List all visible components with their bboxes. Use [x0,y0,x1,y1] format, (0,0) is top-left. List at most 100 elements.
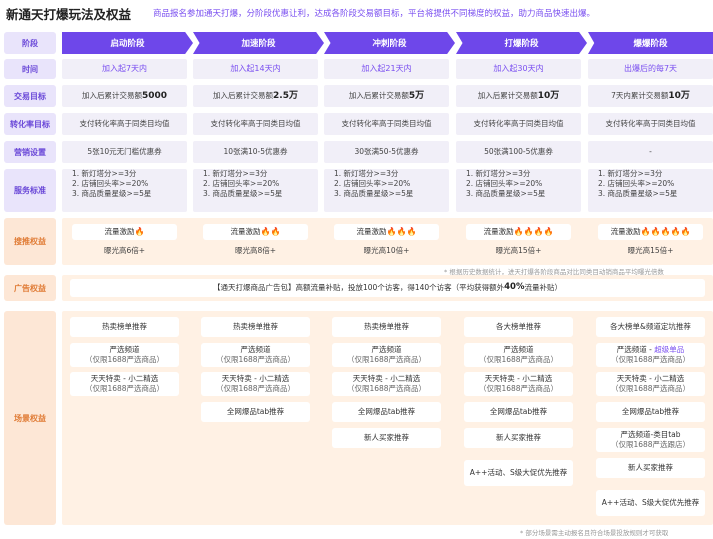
scene-card-note: （仅限1688严选商品） [85,355,164,365]
target-cell: 加入后累计交易额10万 [456,85,581,107]
scene-card: 热卖榜单推荐 [201,317,310,337]
traffic-card: 流量激励🔥🔥🔥 [334,224,439,240]
scene-card: 新人买家推荐 [332,428,441,448]
traffic-card: 流量激励🔥 [72,224,177,240]
scene-card-label: 严选频道-类目tab [620,430,680,440]
scene-card: 天天特卖 - 小二精选（仅限1688严选商品） [70,372,179,396]
scene-card: 天天特卖 - 小二精选（仅限1688严选商品） [464,372,573,396]
service-line: 1. 新灯塔分>=3分 [598,169,662,179]
scene-card-label: 新人买家推荐 [496,433,541,443]
scene-card-label: 天天特卖 - 小二精选 [91,374,158,384]
target-value: 2.5万 [273,90,298,102]
flame-icon: 🔥🔥🔥 [387,227,417,238]
target-value: 5万 [409,90,424,102]
marketing-cell: 30张满50-5优惠券 [324,141,449,163]
flame-icon: 🔥🔥🔥🔥 [514,227,554,238]
scene-card-note: （仅限1688严选商品） [216,355,295,365]
service-line: 1. 新灯塔分>=3分 [334,169,398,179]
scene-card-note: （仅限1688严选商品） [216,384,295,394]
conversion-cell: 支付转化率高于同类目均值 [62,113,187,135]
scene-card: 严选频道-类目tab（仅限1688严选跟店） [596,428,705,452]
scene-card: 天天特卖 - 小二精选（仅限1688严选商品） [332,372,441,396]
scene-card: 全网爆品tab推荐 [332,402,441,422]
traffic-exposure: 曝光高15倍+ [456,245,581,256]
traffic-exposure: 曝光高6倍+ [62,245,187,256]
target-text: 7天内累计交易额 [611,91,668,101]
scene-footnote: * 部分场景需主动报名且符合场景投放规则才可获取 [520,527,668,537]
service-line: 3. 商品质量星级>=5星 [203,189,282,199]
traffic-label: 流量激励 [484,227,514,237]
scene-card: 全网爆品tab推荐 [201,402,310,422]
conversion-cell: 支付转化率高于同类目均值 [456,113,581,135]
traffic-label: 流量激励 [357,227,387,237]
stage-header: 打爆阶段 [456,32,587,54]
traffic-exposure: 曝光高8倍+ [193,245,318,256]
row-label-service: 服务标准 [4,169,56,212]
traffic-exposure: 曝光高10倍+ [324,245,449,256]
service-cell: 1. 新灯塔分>=3分2. 店铺回头率>=20%3. 商品质量星级>=5星 [62,169,187,212]
scene-card: 全网爆品tab推荐 [596,402,705,422]
scene-card: 热卖榜单推荐 [332,317,441,337]
time-cell: 加入起7天内 [62,59,187,79]
scene-card: A++活动、S级大促优先推荐 [596,490,705,516]
ads-highlight: 40% [504,282,524,293]
row-label-ads: 广告权益 [4,275,56,301]
scene-card: 天天特卖 - 小二精选（仅限1688严选商品） [596,372,705,396]
row-label-conversion: 转化率目标 [4,113,56,135]
super-item-tag: 超级单品 [654,345,684,354]
target-value: 5000 [142,90,167,102]
ads-text: 【通天打爆商品广告包】高额流量补贴，投放100个访客，得140个访客（平均获得额… [213,283,504,293]
scene-card-note: （仅限1688严选商品） [347,384,426,394]
scene-card-label: 严选频道 [372,345,402,355]
traffic-label: 流量激励 [105,227,135,237]
service-cell: 1. 新灯塔分>=3分2. 店铺回头率>=20%3. 商品质量星级>=5星 [324,169,449,212]
service-line: 2. 店铺回头率>=20% [466,179,542,189]
service-line: 2. 店铺回头率>=20% [203,179,279,189]
row-label-traffic: 搜推权益 [4,218,56,265]
marketing-cell: 5张10元无门槛优惠券 [62,141,187,163]
scene-card-label: 严选频道 [110,345,140,355]
scene-card: 严选频道（仅限1688严选商品） [201,343,310,367]
scene-card: 各大榜单&频道定坑推荐 [596,317,705,337]
target-value: 10万 [668,90,690,102]
scene-card-label: 全网爆品tab推荐 [227,407,284,417]
time-cell: 加入起21天内 [324,59,449,79]
scene-card-label: 天天特卖 - 小二精选 [485,374,552,384]
row-label-target: 交易目标 [4,85,56,107]
target-cell: 加入后累计交易额5万 [324,85,449,107]
time-cell: 出爆后的每7天 [588,59,713,79]
traffic-label: 流量激励 [231,227,261,237]
stage-label: 爆爆阶段 [633,37,667,49]
traffic-label: 流量激励 [611,227,641,237]
target-value: 10万 [538,90,560,102]
service-cell: 1. 新灯塔分>=3分2. 店铺回头率>=20%3. 商品质量星级>=5星 [456,169,581,212]
time-cell: 加入起14天内 [193,59,318,79]
scene-card-note: （仅限1688严选商品） [611,384,690,394]
stage-label: 打爆阶段 [504,37,538,49]
flame-icon: 🔥🔥 [261,227,281,238]
target-cell: 加入后累计交易额5000 [62,85,187,107]
scene-card: 新人买家推荐 [596,458,705,478]
scene-card-note: （仅限1688严选商品） [611,355,690,365]
service-line: 3. 商品质量星级>=5星 [72,189,151,199]
service-cell: 1. 新灯塔分>=3分2. 店铺回头率>=20%3. 商品质量星级>=5星 [588,169,713,212]
scene-card: 全网爆品tab推荐 [464,402,573,422]
ads-text: 流量补贴） [525,283,563,293]
scene-card-label: 各大榜单推荐 [496,322,541,332]
conversion-cell: 支付转化率高于同类目均值 [588,113,713,135]
stage-header: 爆爆阶段 [588,32,713,54]
service-line: 3. 商品质量星级>=5星 [598,189,677,199]
traffic-exposure: 曝光高15倍+ [588,245,713,256]
scene-card-label: 天天特卖 - 小二精选 [222,374,289,384]
flame-icon: 🔥 [135,227,145,238]
scene-card-label: 热卖榜单推荐 [233,322,278,332]
scene-card-label: 全网爆品tab推荐 [358,407,415,417]
service-line: 1. 新灯塔分>=3分 [466,169,530,179]
scene-card-label: 全网爆品tab推荐 [622,407,679,417]
target-text: 加入后累计交易额 [478,91,538,101]
scene-card-label: 严选频道 [241,345,271,355]
service-line: 1. 新灯塔分>=3分 [72,169,136,179]
scene-card: 严选频道 - 超级单品（仅限1688严选商品） [596,343,705,367]
page-subtitle: 商品报名参加通天打爆，分阶段优惠让利，达成各阶段交易额目标，平台将提供不同梯度的… [153,7,595,19]
target-cell: 加入后累计交易额2.5万 [193,85,318,107]
